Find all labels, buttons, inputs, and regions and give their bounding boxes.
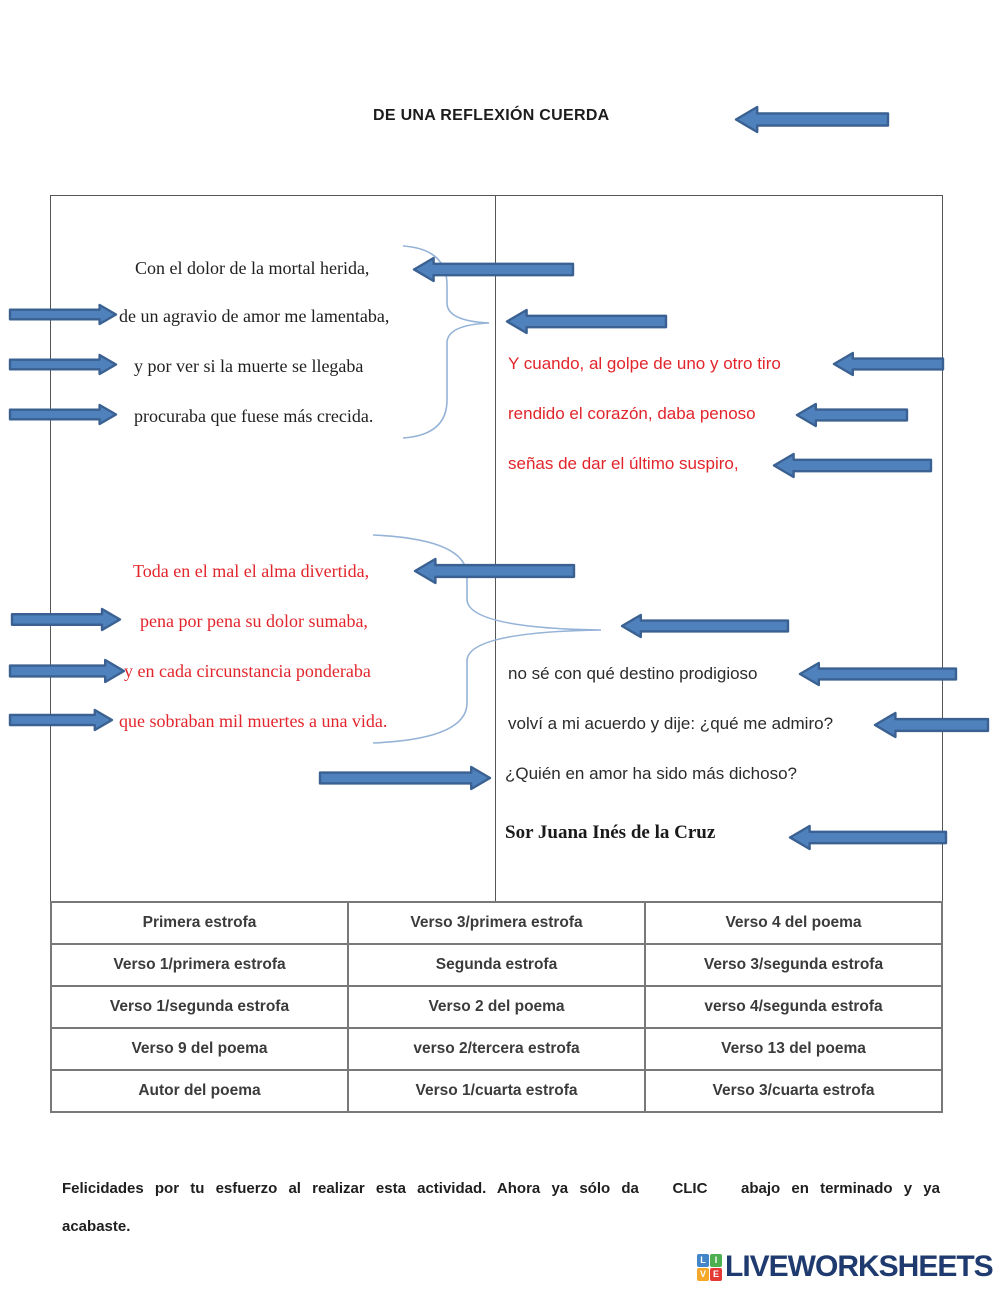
answer-arrow[interactable] [873,711,990,739]
answer-arrow[interactable] [734,105,890,134]
answer-label-cell[interactable]: Verso 4 del poema [644,901,943,945]
answer-label-cell[interactable]: verso 2/tercera estrofa [347,1027,646,1071]
poem-line: y por ver si la muerte se llegaba [134,356,364,376]
column-divider [495,195,496,901]
worksheet-title: DE UNA REFLEXIÓN CUERDA [373,107,610,124]
answer-arrow[interactable] [10,607,122,632]
answer-arrow[interactable] [8,303,118,326]
answer-arrow[interactable] [8,353,118,376]
congratulations-line2: acabaste. [62,1218,131,1235]
right-arrow-shape [10,607,122,632]
answer-label-cell[interactable]: Verso 1/segunda estrofa [50,985,349,1029]
logo-tile: V [697,1267,709,1281]
poem-line: Con el dolor de la mortal herida, [135,258,370,278]
left-arrow-shape [798,661,958,687]
answer-label-cell[interactable]: Verso 2 del poema [347,985,646,1029]
poem-line: señas de dar el último suspiro, [508,454,739,473]
left-arrow-shape [832,351,945,377]
poem-line: pena por pena su dolor sumaba, [140,611,368,631]
answer-label-cell[interactable]: Segunda estrofa [347,943,646,987]
congratulations-text: Felicidades por tu esfuerzo al realizar … [62,1170,940,1246]
answer-label-cell[interactable]: Verso 1/cuarta estrofa [347,1069,646,1113]
answer-arrow[interactable] [318,765,492,791]
answer-arrow[interactable] [505,308,668,335]
left-arrow-shape [788,824,948,851]
poem-line: Toda en el mal el alma divertida, [133,561,370,581]
poem-line: Sor Juana Inés de la Cruz [505,822,716,843]
left-arrow-shape [412,256,575,283]
left-arrow-shape [734,105,890,134]
left-arrow-shape [795,402,909,428]
right-arrow-shape [8,303,118,326]
logo-tile: E [710,1267,722,1281]
liveworksheets-logo-text: LIVEWORKSHEETS [725,1250,994,1283]
right-arrow-shape [8,403,118,426]
poem-line: ¿Quién en amor ha sido más dichoso? [505,764,797,783]
answer-label-cell[interactable]: Autor del poema [50,1069,349,1113]
left-arrow-shape [505,308,668,335]
answer-label-cell[interactable]: Verso 13 del poema [644,1027,943,1071]
poem-line: rendido el corazón, daba penoso [508,404,756,423]
right-arrow-shape [318,765,492,791]
left-arrow-shape [873,711,990,739]
answer-label-cell[interactable]: Verso 3/cuarta estrofa [644,1069,943,1113]
answer-arrow[interactable] [412,256,575,283]
answer-arrow[interactable] [832,351,945,377]
poem-line: Y cuando, al golpe de uno y otro tiro [508,354,781,373]
logo-tile: I [710,1253,722,1267]
answer-arrow[interactable] [8,708,114,732]
answer-arrow[interactable] [8,658,126,684]
poem-line: de un agravio de amor me lamentaba, [119,306,390,326]
left-arrow-shape [413,557,576,585]
poem-box [50,195,943,903]
answer-arrow[interactable] [413,557,576,585]
left-arrow-shape [620,613,790,639]
right-arrow-shape [8,658,126,684]
poem-line: no sé con qué destino prodigioso [508,664,758,683]
answer-arrow[interactable] [772,452,933,479]
answer-label-cell[interactable]: Verso 3/primera estrofa [347,901,646,945]
poem-line: y en cada circunstancia ponderaba [124,661,371,681]
left-arrow-shape [772,452,933,479]
answer-arrow[interactable] [8,403,118,426]
congratulations-line1: Felicidades por tu esfuerzo al realizar … [62,1180,940,1197]
logo-tile: L [697,1253,709,1267]
right-arrow-shape [8,708,114,732]
answer-arrow[interactable] [798,661,958,687]
answer-label-cell[interactable]: Primera estrofa [50,901,349,945]
answer-label-cell[interactable]: Verso 1/primera estrofa [50,943,349,987]
answer-label-cell[interactable]: Verso 3/segunda estrofa [644,943,943,987]
right-arrow-shape [8,353,118,376]
poem-line: procuraba que fuese más crecida. [134,406,374,426]
answer-label-cell[interactable]: Verso 9 del poema [50,1027,349,1071]
poem-line: volví a mi acuerdo y dije: ¿qué me admir… [508,714,834,733]
answer-arrow[interactable] [620,613,790,639]
answer-arrow[interactable] [795,402,909,428]
answer-arrow[interactable] [788,824,948,851]
answer-label-cell[interactable]: verso 4/segunda estrofa [644,985,943,1029]
poem-line: que sobraban mil muertes a una vida. [119,711,388,731]
